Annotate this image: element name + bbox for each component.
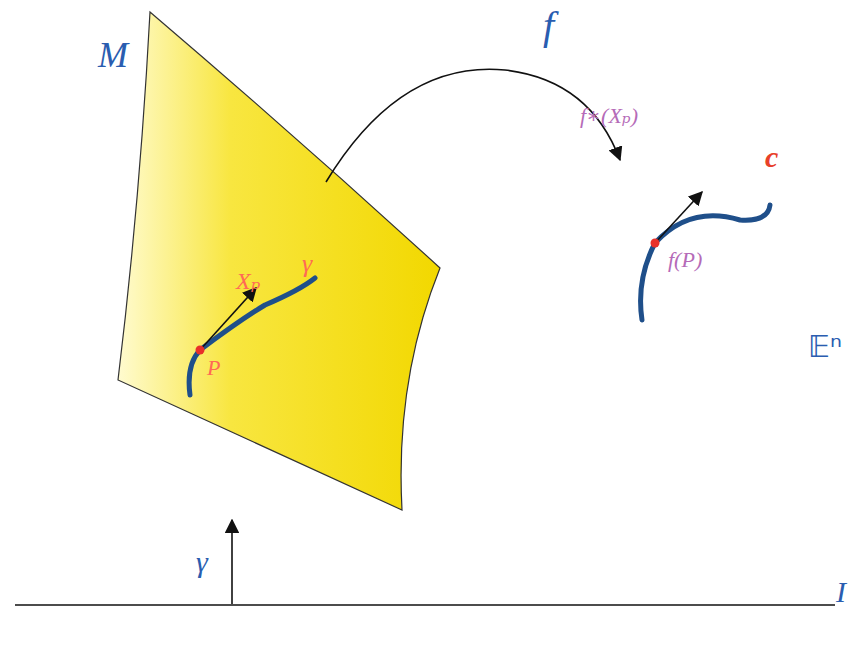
pushforward-label: f∗(Xₚ) (580, 104, 638, 128)
point-p (196, 346, 205, 355)
manifold-label: M (98, 36, 128, 76)
curve-c (641, 205, 770, 320)
vector-label: Xₚ (236, 268, 260, 294)
tangent-vector (200, 288, 256, 350)
image-point-label: f(P) (668, 248, 702, 272)
curve-arrow (231, 520, 233, 604)
point-label: P (207, 356, 220, 380)
manifold-surface (118, 12, 440, 510)
curve-label: γ (302, 250, 312, 279)
image-curve-label: c (765, 140, 778, 173)
space-label: 𝔼ⁿ (808, 330, 842, 363)
curve-gamma (189, 278, 315, 395)
curve-label: γ (196, 545, 208, 578)
pushforward-vector (655, 192, 702, 243)
map-arrow (326, 69, 620, 182)
point-fp (651, 239, 660, 248)
map-label: f (543, 4, 554, 48)
interval-label: I (836, 575, 846, 608)
interval-line (15, 604, 835, 606)
